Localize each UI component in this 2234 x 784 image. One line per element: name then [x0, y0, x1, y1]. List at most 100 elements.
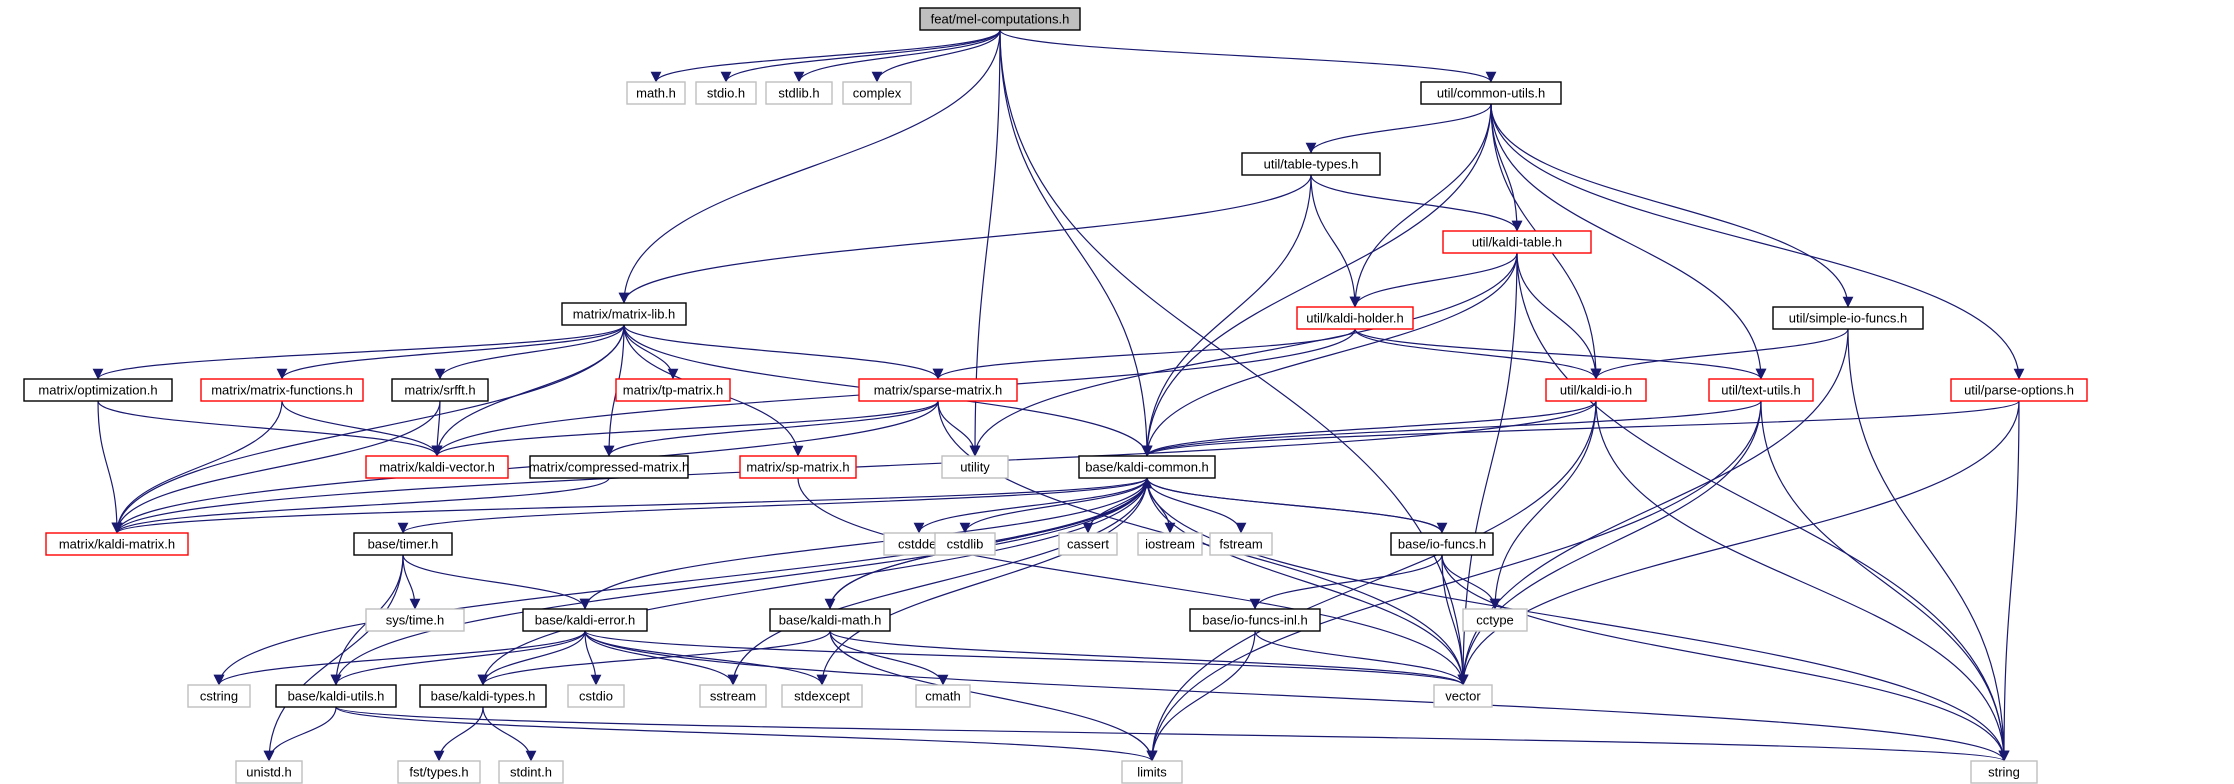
- node-box: [915, 684, 971, 708]
- node-kaldi-table[interactable]: util/kaldi-table.h: [1442, 230, 1592, 254]
- node-label: util/text-utils.h: [1721, 383, 1800, 398]
- node-cstdlib: cstdlib: [934, 532, 996, 556]
- edge-kaldi_io-to-kaldi_common: [1141, 400, 1597, 457]
- edge-timer-to-unistd: [263, 554, 404, 762]
- edge-matrix_functions-to-kaldi_vector: [281, 400, 443, 457]
- node-label: cstring: [200, 689, 238, 704]
- node-kaldi-math[interactable]: base/kaldi-math.h: [769, 608, 891, 632]
- edge-simple_io-to-kaldi_io: [1590, 328, 1849, 380]
- node-sparse-matrix[interactable]: matrix/sparse-matrix.h: [858, 378, 1018, 402]
- node-kaldi-error[interactable]: base/kaldi-error.h: [522, 608, 648, 632]
- node-label: matrix/kaldi-matrix.h: [59, 537, 175, 552]
- node-label: sstream: [710, 689, 756, 704]
- node-box: [919, 7, 1081, 31]
- edge-kaldi_error-to-cstdio: [584, 630, 602, 686]
- node-io-funcs[interactable]: base/io-funcs.h: [1390, 532, 1494, 556]
- edge-kaldi_math-to-cmath: [829, 630, 949, 686]
- edge-kaldi_table-to-kaldi_io: [1516, 252, 1602, 380]
- edge-kaldi_types-to-stdint: [482, 706, 537, 762]
- node-label: complex: [853, 86, 902, 101]
- node-utility: utility: [941, 455, 1009, 479]
- edge-kaldi_holder-to-kaldi_io: [1354, 328, 1602, 380]
- edge-matrix_lib-to-tp_matrix: [623, 324, 679, 380]
- edge-root-to-stdlib_h: [793, 29, 1001, 83]
- node-label: stdio.h: [707, 86, 745, 101]
- edge-common_utils-to-kaldi_common: [1141, 103, 1492, 457]
- edge-kaldi_table-to-kaldi_holder: [1349, 252, 1518, 308]
- node-root[interactable]: feat/mel-computations.h: [919, 7, 1081, 31]
- node-text-utils[interactable]: util/text-utils.h: [1708, 378, 1814, 402]
- edge-io_funcs_inl-to-limits: [1146, 630, 1256, 762]
- node-box: [1545, 378, 1647, 402]
- node-tp-matrix[interactable]: matrix/tp-matrix.h: [615, 378, 731, 402]
- edge-kaldi_common-to-vector: [1146, 477, 1469, 686]
- node-box: [1296, 306, 1414, 330]
- node-kaldi-types[interactable]: base/kaldi-types.h: [419, 684, 547, 708]
- node-label: vector: [1445, 689, 1481, 704]
- edge-root-to-math_h: [650, 29, 1001, 83]
- node-compressed-matrix[interactable]: matrix/compressed-matrix.h: [529, 455, 689, 479]
- edge-simple_io-to-string: [1847, 328, 2010, 762]
- node-label: matrix/sp-matrix.h: [746, 460, 849, 475]
- node-parse-options[interactable]: util/parse-options.h: [1950, 378, 2088, 402]
- edge-optimization-to-kaldi_vector: [97, 400, 443, 457]
- node-box: [765, 81, 833, 105]
- node-box: [1241, 152, 1381, 176]
- edge-common_utils-to-text_utils: [1490, 103, 1767, 380]
- node-matrix-functions[interactable]: matrix/matrix-functions.h: [200, 378, 364, 402]
- edge-sp_matrix-to-vector: [797, 477, 1469, 686]
- node-box: [858, 378, 1018, 402]
- node-label: string: [1988, 765, 2020, 780]
- node-box: [699, 684, 767, 708]
- edge-srfft-to-kaldi_matrix: [111, 400, 441, 534]
- node-label: matrix/matrix-functions.h: [211, 383, 353, 398]
- node-kaldi-matrix[interactable]: matrix/kaldi-matrix.h: [45, 532, 189, 556]
- node-label: limits: [1137, 765, 1167, 780]
- edge-io_funcs-to-kaldi_common: [1141, 477, 1443, 534]
- node-box: [1442, 230, 1592, 254]
- node-kaldi-holder[interactable]: util/kaldi-holder.h: [1296, 306, 1414, 330]
- node-io-funcs-inl[interactable]: base/io-funcs-inl.h: [1189, 608, 1321, 632]
- node-kaldi-io[interactable]: util/kaldi-io.h: [1545, 378, 1647, 402]
- node-label: matrix/compressed-matrix.h: [529, 460, 689, 475]
- node-kaldi-utils[interactable]: base/kaldi-utils.h: [275, 684, 397, 708]
- edge-io_funcs-to-vector: [1441, 554, 1469, 686]
- node-label: util/table-types.h: [1264, 157, 1359, 172]
- node-simple-io[interactable]: util/simple-io-funcs.h: [1772, 306, 1924, 330]
- node-matrix-lib[interactable]: matrix/matrix-lib.h: [561, 302, 687, 326]
- node-common-utils[interactable]: util/common-utils.h: [1420, 81, 1562, 105]
- node-sstream: sstream: [699, 684, 767, 708]
- edge-table_types-to-kaldi_holder: [1310, 174, 1361, 308]
- node-cstring: cstring: [187, 684, 251, 708]
- node-label: matrix/kaldi-vector.h: [379, 460, 495, 475]
- edge-kaldi_common-to-cstdlib: [959, 477, 1148, 534]
- node-label: utility: [960, 460, 990, 475]
- node-table-types[interactable]: util/table-types.h: [1241, 152, 1381, 176]
- edge-kaldi_error-to-stdexcept: [584, 630, 828, 686]
- node-kaldi-common[interactable]: base/kaldi-common.h: [1078, 455, 1216, 479]
- node-timer[interactable]: base/timer.h: [353, 532, 453, 556]
- node-kaldi-vector[interactable]: matrix/kaldi-vector.h: [365, 455, 509, 479]
- edge-parse_options-to-kaldi_common: [1141, 400, 2020, 457]
- edge-kaldi_math-to-limits: [829, 630, 1158, 762]
- node-optimization[interactable]: matrix/optimization.h: [23, 378, 173, 402]
- node-label: matrix/optimization.h: [38, 383, 157, 398]
- edge-kaldi_error-to-kaldi_utils: [330, 630, 586, 686]
- edge-text_utils-to-string: [1760, 400, 2010, 762]
- node-box: [275, 684, 397, 708]
- edge-io_funcs-to-string: [1441, 554, 2010, 762]
- node-sp-matrix[interactable]: matrix/sp-matrix.h: [739, 455, 857, 479]
- edge-kaldi_common-to-sstream: [727, 477, 1148, 686]
- node-label: util/kaldi-table.h: [1472, 235, 1562, 250]
- edge-common_utils-to-table_types: [1305, 103, 1492, 154]
- edge-sparse_matrix-to-kaldi_vector: [431, 400, 939, 457]
- node-srfft[interactable]: matrix/srfft.h: [391, 378, 489, 402]
- edge-kaldi_utils-to-string: [335, 706, 2009, 762]
- node-label: util/kaldi-io.h: [1560, 383, 1632, 398]
- node-label: fst/types.h: [409, 765, 468, 780]
- node-box: [235, 760, 303, 784]
- node-label: base/kaldi-types.h: [431, 689, 536, 704]
- edge-matrix_lib-to-sparse_matrix: [623, 324, 944, 380]
- node-box: [1189, 608, 1321, 632]
